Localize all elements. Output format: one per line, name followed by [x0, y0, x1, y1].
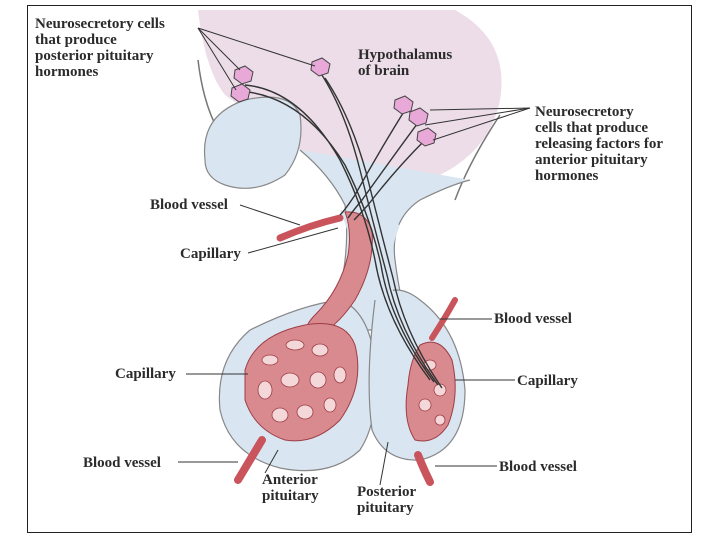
label-line: pituitary: [357, 500, 414, 516]
label-blood-vessel-right-upper: Blood vessel: [494, 311, 572, 327]
label-line: hormones: [535, 168, 599, 184]
neurosecretory-cells-anterior: [393, 95, 437, 147]
label-blood-vessel-right-lower: Blood vessel: [499, 459, 577, 475]
label-line: anterior pituitary: [535, 152, 648, 168]
blood-vessel-right-lower: [414, 451, 434, 486]
posterior-capillary-holes: [418, 359, 447, 426]
label-line: Posterior: [357, 484, 417, 500]
label-line: Neurosecretory cells: [35, 16, 165, 32]
label-neurosecretory-anterior: Neurosecretory cells that produce releas…: [535, 104, 663, 184]
label-hypothalamus: Hypothalamus of brain: [358, 47, 452, 79]
label-line: cells that produce: [535, 120, 649, 136]
label-capillary-right: Capillary: [517, 373, 578, 389]
label-capillary-upper-left: Capillary: [180, 246, 241, 262]
label-anterior-pituitary: Anterior pituitary: [262, 472, 319, 504]
label-capillary-left: Capillary: [115, 366, 176, 382]
label-line: pituitary: [262, 488, 319, 504]
label-line: hormones: [35, 64, 99, 80]
label-line: releasing factors for: [535, 136, 664, 152]
neurosecretory-cells-posterior: [230, 57, 331, 103]
brain-outline-right: [454, 114, 501, 201]
blood-vessel-upper-left: [276, 214, 344, 242]
axons-anterior: [339, 109, 426, 221]
label-blood-vessel-upper-left: Blood vessel: [150, 197, 228, 213]
label-neurosecretory-posterior: Neurosecretory cells that produce poster…: [35, 16, 165, 80]
optic-bulb: [203, 96, 302, 189]
label-line: posterior pituitary: [35, 48, 154, 64]
label-line: Neurosecretory: [535, 104, 634, 120]
label-line: that produce: [35, 32, 117, 48]
leader-lines: [178, 27, 531, 486]
label-posterior-pituitary: Posterior pituitary: [357, 484, 416, 516]
axons-posterior: [244, 71, 443, 389]
anterior-capillary-holes: [257, 339, 347, 423]
label-line: of brain: [358, 63, 410, 79]
label-blood-vessel-lower-left: Blood vessel: [83, 455, 161, 471]
blood-vessel-lower-left: [234, 436, 266, 484]
hypothalamus-region: [198, 10, 502, 195]
label-line: Hypothalamus: [358, 47, 453, 63]
label-line: Anterior: [262, 472, 318, 488]
